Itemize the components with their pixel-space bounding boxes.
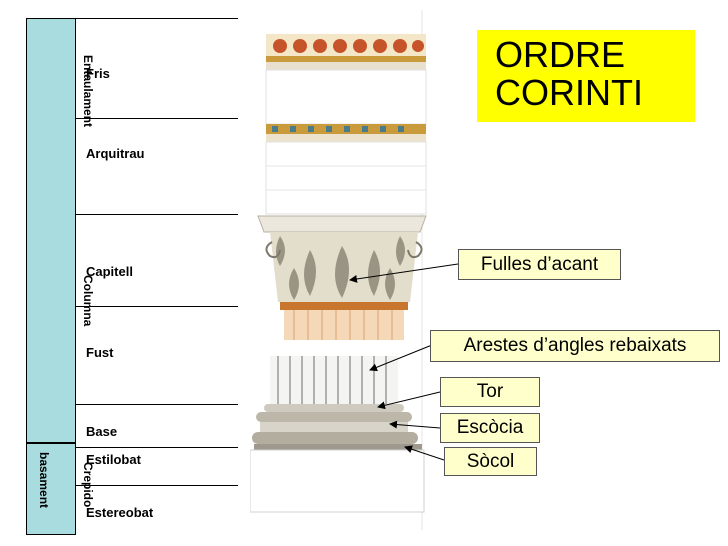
corinthian-column-illustration: [250, 10, 427, 530]
pointer-escocia: [389, 420, 441, 429]
title-line-2: CORINTI: [495, 72, 643, 113]
callout-arestes: Arestes d’angles rebaixats: [430, 330, 720, 362]
basament-column-band: [26, 443, 76, 535]
divider-estilobat-estereobat: [76, 485, 238, 486]
arquitrau-label: Arquitrau: [86, 146, 145, 161]
divider-entablament-columna: [76, 214, 238, 215]
entablament-label: Entaulament: [81, 55, 95, 128]
pointer-fulles: [349, 263, 459, 283]
divider-top: [76, 18, 238, 19]
callout-fulles-acant: Fulles d’acant: [458, 249, 621, 280]
callout-escocia: Escòcia: [440, 413, 540, 443]
columna-label: Columna: [81, 275, 95, 327]
title-line-1: ORDRE: [495, 34, 626, 75]
divider-fust-base: [76, 404, 238, 405]
fris-label: Fris: [86, 66, 110, 81]
fust-label: Fust: [86, 345, 114, 360]
title-box: ORDRE CORINTI: [477, 30, 695, 122]
divider-base-estilobat: [76, 447, 238, 448]
callout-socol: Sòcol: [444, 447, 537, 476]
capitell-label: Capitell: [86, 264, 133, 279]
divider-capitell-fust: [76, 306, 238, 307]
pointer-socol: [404, 445, 445, 461]
callout-tor: Tor: [440, 377, 540, 407]
basament-label: basament: [37, 452, 51, 509]
crepido-label: Crepido: [81, 462, 95, 508]
entablament-column-band: [26, 18, 76, 443]
estilobat-label: Estilobat: [86, 452, 141, 467]
pointer-tor: [377, 391, 441, 410]
pointer-arestes: [369, 344, 433, 372]
base-label: Base: [86, 424, 118, 439]
divider-fris-arquitrau: [76, 118, 238, 119]
estereobat-label: Estereobat: [86, 505, 154, 520]
